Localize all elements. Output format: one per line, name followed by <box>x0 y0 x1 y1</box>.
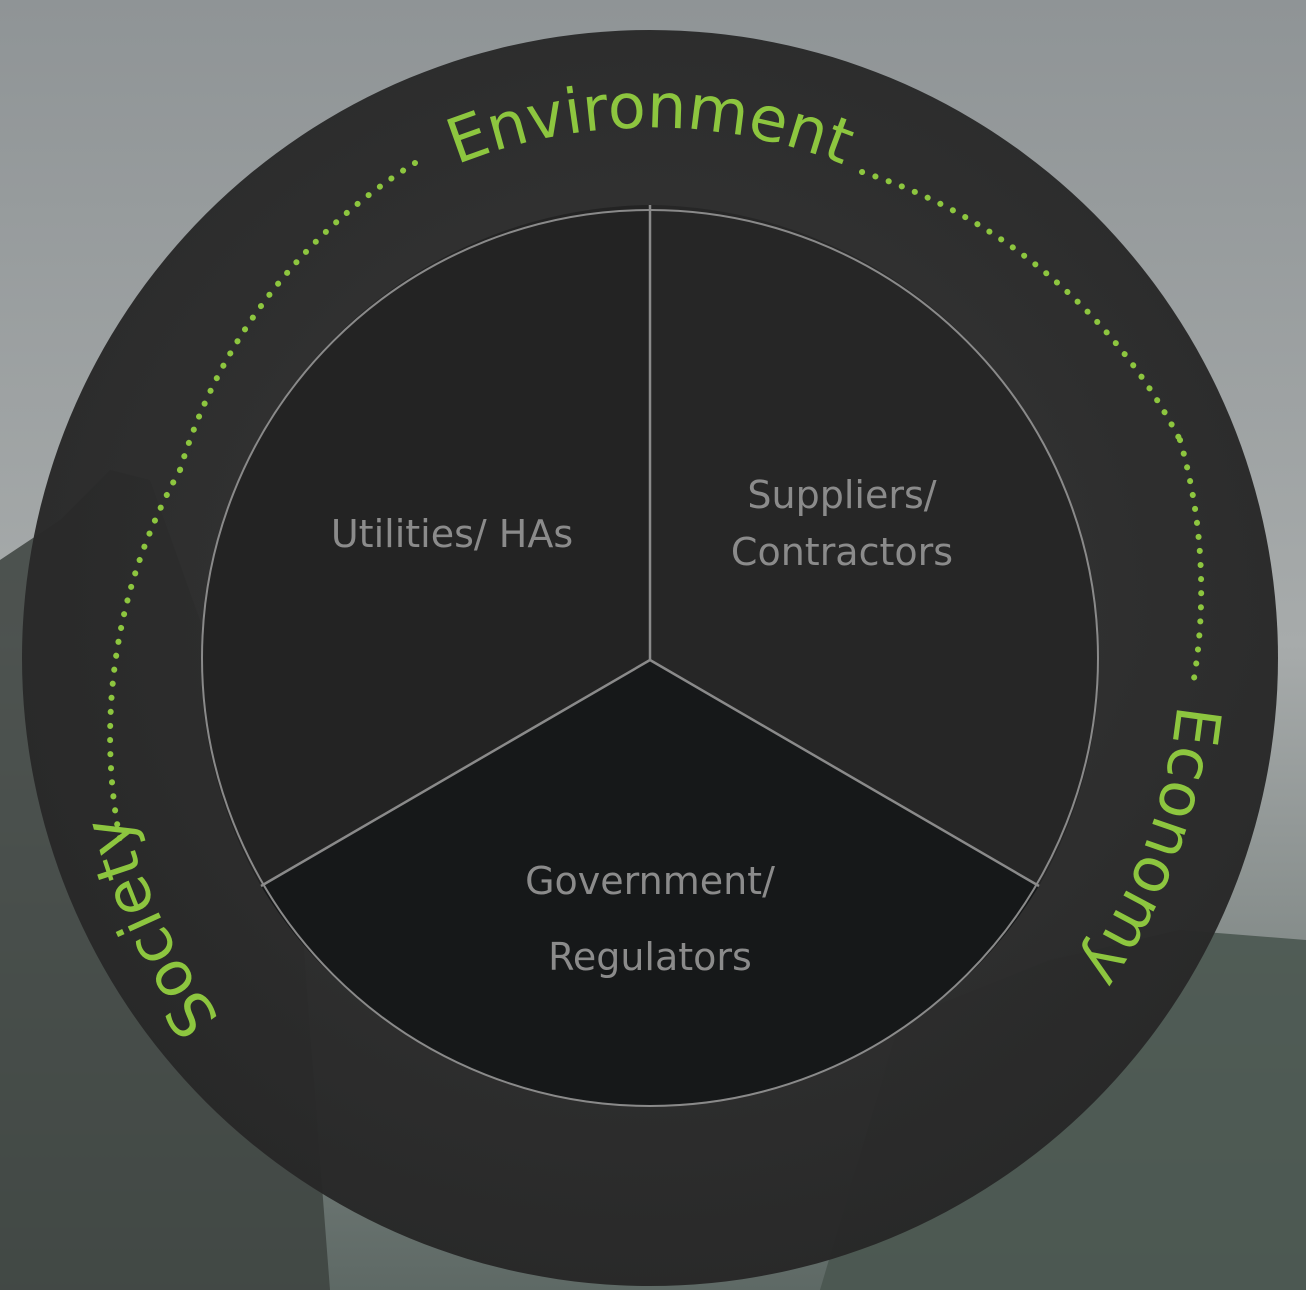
divider-left <box>260 658 651 888</box>
dotted-arc-left-upper <box>177 160 418 473</box>
segment-utilities <box>200 205 650 886</box>
divider-right <box>649 658 1040 888</box>
segment-label-government-line2: Regulators <box>548 935 752 979</box>
segment-label-suppliers-line1: Suppliers/ <box>747 473 936 517</box>
dotted-arc-right-upper <box>859 169 1183 443</box>
segment-label-utilities: Utilities/ HAs <box>331 512 573 556</box>
inner-pie <box>200 205 1100 1107</box>
segment-label-government-line1: Government/ <box>525 859 775 903</box>
segment-suppliers <box>650 205 1100 886</box>
dotted-ring <box>107 160 1205 843</box>
segment-label-suppliers-line2: Contractors <box>731 530 953 574</box>
segment-government <box>261 660 1039 1105</box>
dotted-arc-right-lower <box>1177 437 1205 693</box>
